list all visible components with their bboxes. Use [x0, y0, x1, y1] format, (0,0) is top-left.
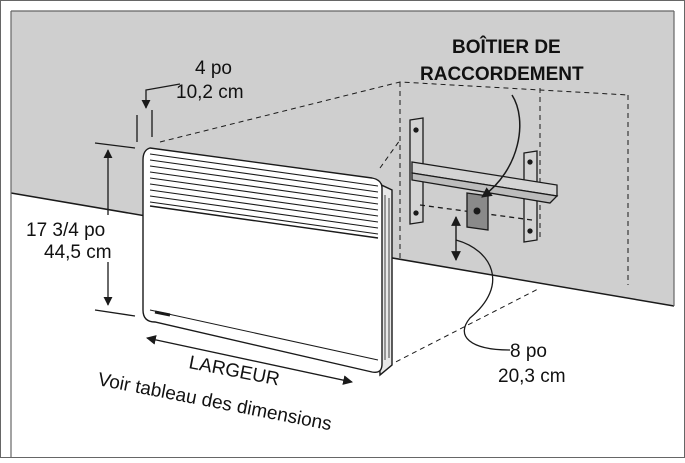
- junction-box-label-line2: RACCORDEMENT: [420, 64, 584, 85]
- baseboard-convector-heater-icon: [142, 147, 393, 377]
- depth-cm-label: 10,2 cm: [176, 82, 244, 103]
- junction-box-leader: [481, 94, 521, 198]
- floor-clearance-leader: [455, 239, 511, 351]
- width-dimension: [146, 335, 353, 385]
- projection-box: [159, 81, 629, 371]
- height-dimension: [94, 142, 136, 317]
- depth-dimension: [136, 83, 181, 142]
- height-po-label: 17 3/4 po: [26, 220, 105, 241]
- wall-bracket-icon: [409, 117, 559, 243]
- height-cm-label: 44,5 cm: [44, 242, 112, 263]
- floor-clearance-po-label: 8 po: [510, 341, 547, 362]
- junction-box-label-line1: BOÎTIER DE: [452, 36, 561, 58]
- depth-po-label: 4 po: [195, 58, 232, 79]
- junction-box-icon: [466, 192, 489, 231]
- floor-clearance-cm-label: 20,3 cm: [498, 366, 566, 387]
